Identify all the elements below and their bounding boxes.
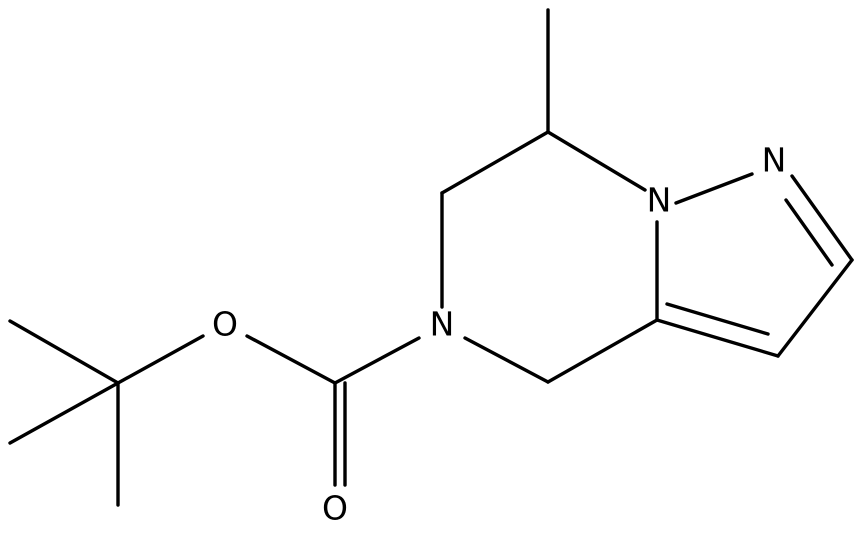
bond-ch2b-cfusion — [546, 318, 659, 384]
bond-tbu-me-down — [8, 381, 120, 445]
bond-namide-ch2b — [463, 336, 550, 384]
bond-npyr-ch-a — [790, 174, 854, 262]
atom-o-carbonyl: O — [322, 489, 348, 528]
bond-ch-nbridge — [546, 130, 647, 192]
bond-namide-ccarbonyl — [333, 336, 421, 385]
atom-n-bridge: N — [647, 181, 672, 220]
bonds — [8, 8, 854, 507]
atom-labels: N N N O O — [212, 141, 786, 528]
bond-oester-cquat — [116, 334, 205, 385]
bond-ch-cfusion-b — [665, 302, 770, 336]
bond-tbu-me-up — [8, 319, 120, 385]
bond-npyr-ch-b — [784, 198, 834, 267]
bond-ch-ch-ring — [776, 258, 854, 358]
bond-ch-ch2 — [440, 130, 550, 195]
bond-nbridge-npyr — [674, 172, 754, 205]
atom-n-pyrazole: N — [762, 141, 787, 180]
bond-ch-cfusion-a — [655, 318, 780, 358]
atom-o-ester: O — [212, 305, 238, 344]
atom-n-amide: N — [430, 305, 455, 344]
bond-ccarbonyl-oester — [245, 334, 337, 385]
